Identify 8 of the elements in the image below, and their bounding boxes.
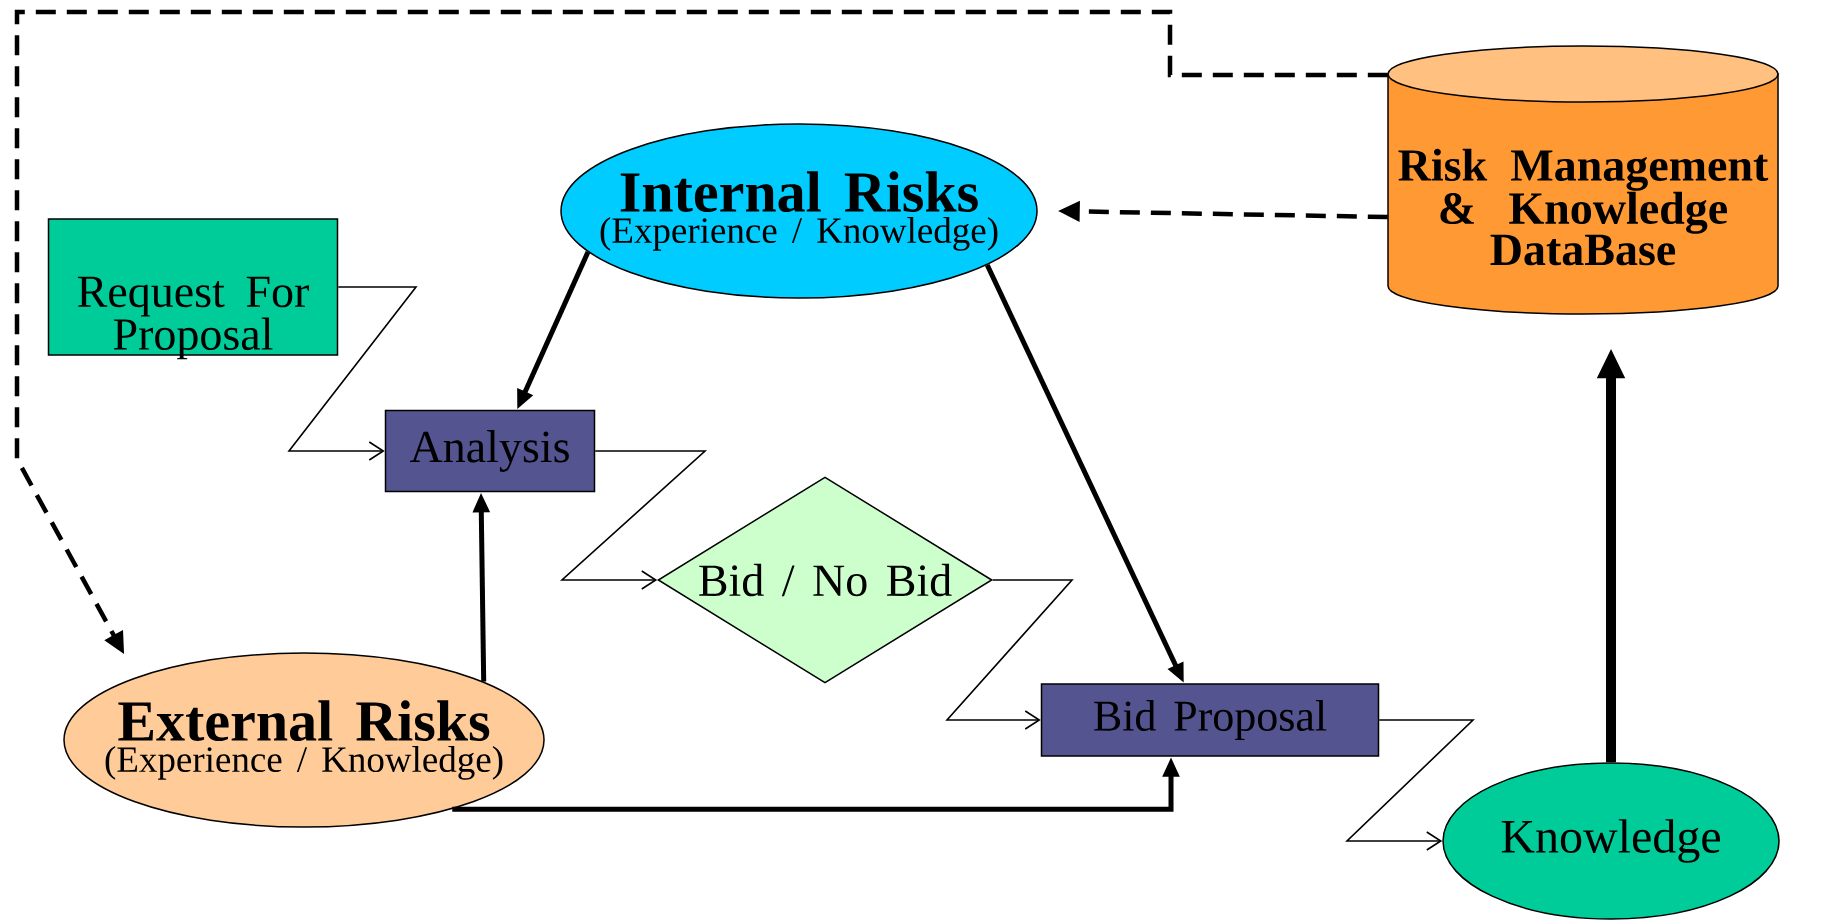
process-box: Bid Proposal — [1040, 683, 1380, 757]
process-box: Analysis — [384, 409, 596, 493]
arrow — [945, 579, 1074, 730]
arrow — [1345, 719, 1475, 851]
arrow — [559, 450, 708, 590]
database-cylinder: Risk Management & Knowledge DataBase — [1387, 45, 1779, 315]
process-box: Request For Proposal — [47, 218, 339, 360]
arrow — [287, 286, 418, 461]
